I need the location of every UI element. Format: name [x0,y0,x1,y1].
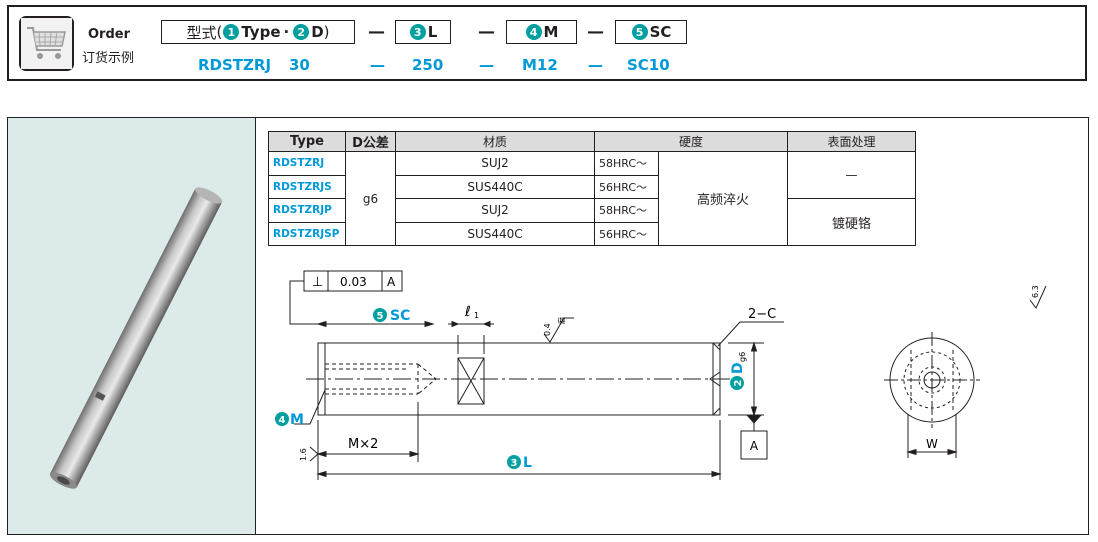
m-number: 4 [279,415,286,426]
model-paren-open: ( [216,23,223,41]
roughness-0-4: 0.4 [543,323,552,336]
circled-number-4: 4 [525,24,542,40]
hrc-cell: 56HRC～ [594,221,659,246]
material-cell: SUS440C [395,174,595,199]
value-dash-1: — [370,56,385,74]
length-label: L [427,23,438,41]
perpendicularity-value: 0.03 [340,275,367,289]
type-cell: RDSTZRJSP [268,221,346,246]
surface-plated-cell: 镀硬铬 [787,198,916,246]
d-subscript: g6 [738,352,747,362]
header-type: Type [268,131,346,152]
type-cell: RDSTZRJ [268,151,346,176]
type-cell: RDSTZRJS [268,174,346,199]
header-material: 材质 [395,131,595,152]
order-title-en: Order [88,27,130,42]
thread-code-box: 4 M [506,20,577,44]
m-x2-label: M×2 [348,437,378,452]
table-row: RDSTZRJSP SUS440C 56HRC～ [268,221,916,246]
d-label: D [730,362,746,374]
spec-table: Type D公差 材质 硬度 表面处理 RDSTZRJ g6 SUJ2 58HR… [268,131,916,246]
circled-number-2: 2 [293,24,310,40]
technical-drawing: ⊥ 0.03 A 5 SC ℓ 1 0.4 磨 2−C 2 D g6 A 4 M… [275,270,1047,480]
circled-5-marker [373,308,387,322]
sc-dim-label: SC [390,308,410,324]
value-m: M12 [522,56,558,74]
sc-number: 5 [377,311,384,322]
material-cell: SUJ2 [395,151,595,176]
d-number: 2 [733,379,744,386]
l-number: 3 [511,458,518,469]
product-photo [8,118,256,534]
table-row: RDSTZRJ g6 SUJ2 58HRC～ 高频淬火 — [268,151,916,246]
dash-3: — [587,22,604,42]
circled-number-5: 5 [631,24,648,40]
order-example-bar: Order 订货示例 型式 ( 1 Type · 2 D ) — 3 L — 4… [7,5,1087,81]
header-hardness: 硬度 [594,131,788,152]
surface-none-cell: — [787,151,916,199]
value-d: 30 [289,56,310,74]
table-header-row: Type D公差 材质 硬度 表面处理 [268,131,916,152]
sc-label: SC [649,23,672,41]
datum-box-label: A [750,439,759,453]
shopping-cart-icon [19,16,74,71]
table-row: RDSTZRJP SUJ2 58HRC～ 镀硬铬 [268,198,916,246]
sc-code-box: 5 SC [615,20,687,44]
heat-treatment-cell: 高频淬火 [658,151,788,246]
l1-subscript: 1 [474,311,479,320]
chamfer-label: 2−C [748,307,776,322]
roughness-1-6: 1.6 [299,448,308,461]
model-label: 型式 [186,23,217,42]
model-d-label: D [311,23,324,41]
hrc-cell: 58HRC～ [594,151,659,176]
circled-number-3: 3 [409,24,426,40]
length-code-box: 3 L [395,20,451,44]
value-dash-2: — [479,56,494,74]
value-l: 250 [412,56,444,74]
order-title-cn: 订货示例 [82,51,135,66]
value-dash-3: — [588,56,603,74]
grind-mark: 磨 [557,317,566,324]
circled-number-1: 1 [223,24,240,40]
roughness-6-3: 6.3 [1031,285,1040,298]
perpendicularity-datum: A [387,275,396,289]
perpendicularity-symbol: ⊥ [312,275,323,290]
m-dim-label: M [290,412,304,428]
dash-2: — [478,22,495,42]
circled-3-marker [507,455,521,469]
l-dim-label: L [523,455,532,471]
l1-label: ℓ [464,304,471,320]
circled-4-marker [275,412,289,426]
tolerance-cell: g6 [345,151,396,246]
hrc-cell: 56HRC～ [594,174,659,199]
hrc-cell: 58HRC～ [594,198,659,223]
model-paren-close: ) [323,23,330,41]
type-cell: RDSTZRJP [268,198,346,223]
material-cell: SUJ2 [395,198,595,223]
value-sc: SC10 [627,56,670,74]
model-code-box: 型式 ( 1 Type · 2 D ) [161,20,355,44]
w-label: W [926,437,938,451]
model-dot: · [283,23,290,41]
material-cell: SUS440C [395,221,595,246]
header-surface: 表面处理 [787,131,916,152]
value-type: RDSTZRJ [198,56,272,74]
thread-label: M [543,23,559,41]
product-panel [7,117,1089,535]
d-dimension-label: 2 D g6 [730,352,747,390]
dash-1: — [368,22,385,42]
model-type-label: Type [241,23,281,41]
header-d-tolerance: D公差 [345,131,396,152]
